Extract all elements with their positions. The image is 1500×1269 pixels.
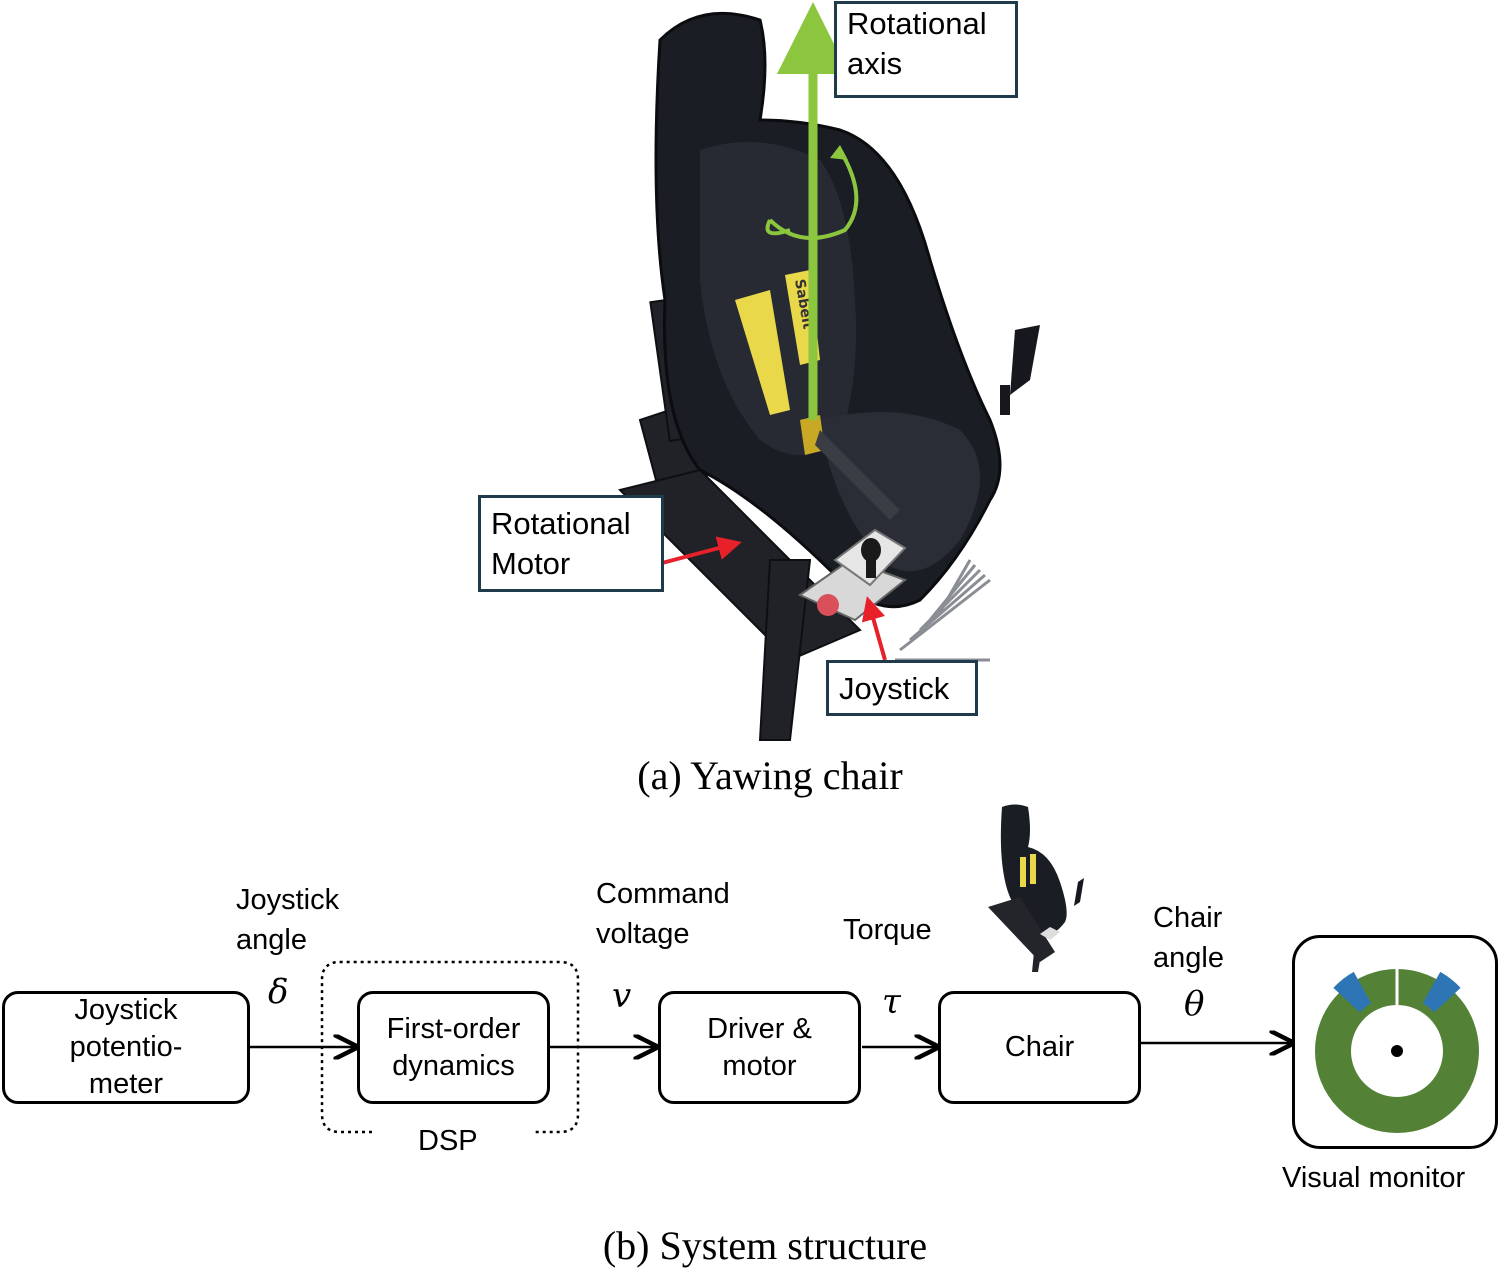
motor-pointer-arrow (661, 536, 742, 565)
joystick-potentiometer-block: Joystick potentio- meter (2, 991, 250, 1104)
seat-shell (654, 11, 1040, 609)
joystick-angle-symbol: δ (268, 972, 289, 1012)
control-box (797, 528, 908, 622)
chair-thumbnail (988, 804, 1084, 972)
visual-monitor-label: Visual monitor (1282, 1162, 1466, 1194)
dsp-label: DSP (418, 1125, 478, 1157)
rotational-axis-callout: Rotational axis (834, 1, 1018, 98)
chair-angle-label: Chair angle (1153, 902, 1224, 974)
rotational-motor-callout: Rotational Motor (478, 495, 664, 592)
block-diagram-connections (250, 960, 1500, 1134)
command-voltage-symbol: v (612, 976, 632, 1016)
visual-monitor (1292, 935, 1498, 1149)
monitor-display (1315, 969, 1479, 1133)
joystick-pointer-arrow (861, 596, 887, 661)
monitor-right-marker (1422, 971, 1461, 1013)
monitor-center-dot (1391, 1045, 1403, 1057)
panel-a-caption: (a) Yawing chair (637, 753, 903, 798)
panel-b-caption: (b) System structure (602, 1223, 928, 1268)
torque-symbol: τ (882, 982, 901, 1022)
torque-label: Torque (843, 914, 932, 946)
yawing-chair-photo: Sabelt (618, 2, 1040, 741)
chair-angle-symbol: θ (1184, 984, 1205, 1024)
joystick-angle-label: Joystick angle (236, 884, 340, 956)
monitor-left-marker (1333, 971, 1372, 1013)
chair-block: Chair (938, 991, 1141, 1104)
command-voltage-label: Command voltage (596, 878, 730, 950)
first-order-dynamics-block: First-order dynamics (357, 991, 550, 1104)
rotation-direction-arrow (765, 148, 859, 240)
dsp-boundary (320, 960, 580, 1134)
joystick-callout: Joystick (826, 660, 978, 716)
driver-motor-block: Driver & motor (658, 991, 861, 1104)
